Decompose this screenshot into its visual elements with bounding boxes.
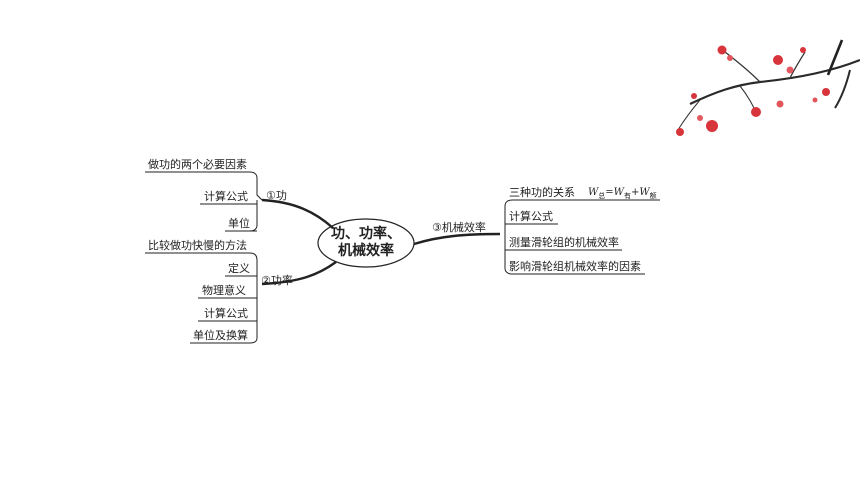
work-item-necessary-factors: 做功的两个必要因素 bbox=[148, 158, 247, 171]
formula-plus: + bbox=[630, 187, 640, 198]
work-relation-formula: W总=W有+W额 bbox=[588, 187, 657, 202]
formula-sub-useful: 有 bbox=[623, 192, 631, 200]
formula-equals: = bbox=[605, 187, 614, 198]
central-topic-line2: 机械效率 bbox=[338, 243, 394, 259]
work-item-formula: 计算公式 bbox=[204, 190, 248, 203]
efficiency-item-influencing-factors: 影响滑轮组机械效率的因素 bbox=[509, 260, 641, 273]
formula-w-useful: W bbox=[613, 187, 624, 198]
branch-power-label: ②功率 bbox=[261, 274, 293, 287]
branch-3-connectors bbox=[413, 199, 660, 275]
plum-blossom-branch-icon bbox=[676, 39, 860, 136]
central-topic: 功、功率、 机械效率 bbox=[326, 226, 406, 260]
power-item-physical-meaning: 物理意义 bbox=[202, 284, 246, 297]
formula-sub-extra: 额 bbox=[649, 192, 657, 200]
power-item-compare-methods: 比较做功快慢的方法 bbox=[148, 239, 247, 252]
branch-work-label: ①功 bbox=[266, 189, 287, 202]
formula-sub-total: 总 bbox=[598, 192, 606, 200]
power-item-formula: 计算公式 bbox=[204, 307, 248, 320]
central-topic-line1: 功、功率、 bbox=[331, 226, 401, 242]
formula-w-total: W bbox=[588, 187, 599, 198]
branch-2-connectors bbox=[145, 252, 337, 344]
power-item-unit-conversion: 单位及换算 bbox=[193, 329, 248, 342]
branch-efficiency-label: ③机械效率 bbox=[432, 221, 486, 234]
formula-w-extra: W bbox=[639, 187, 650, 198]
power-item-definition: 定义 bbox=[228, 262, 250, 275]
work-item-unit: 单位 bbox=[228, 217, 250, 230]
branch-1-connectors bbox=[145, 171, 334, 232]
efficiency-item-three-work-relation: 三种功的关系 bbox=[509, 186, 575, 199]
efficiency-item-measure-pulley: 测量滑轮组的机械效率 bbox=[509, 236, 619, 249]
efficiency-item-formula: 计算公式 bbox=[509, 210, 553, 223]
